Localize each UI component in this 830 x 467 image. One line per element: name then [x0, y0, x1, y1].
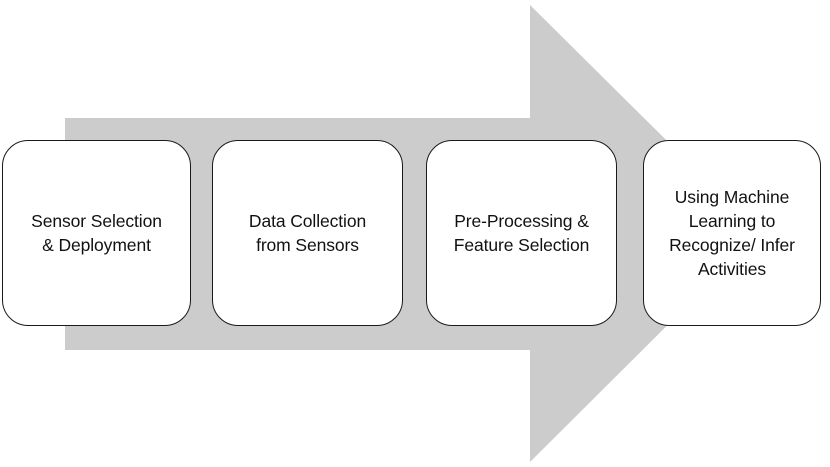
stage-label-4: Using Machine Learning to Recognize/ Inf… [669, 186, 795, 280]
stage-box-1[interactable]: Sensor Selection & Deployment [2, 140, 191, 326]
stage-box-2[interactable]: Data Collection from Sensors [212, 140, 403, 326]
stage-label-3: Pre-Processing & Feature Selection [453, 210, 590, 255]
stage-label-2: Data Collection from Sensors [248, 210, 367, 255]
arrow-shape [65, 5, 760, 462]
stage-box-4[interactable]: Using Machine Learning to Recognize/ Inf… [643, 140, 821, 326]
stage-label-1: Sensor Selection & Deployment [31, 210, 162, 255]
stage-box-3[interactable]: Pre-Processing & Feature Selection [426, 140, 617, 326]
